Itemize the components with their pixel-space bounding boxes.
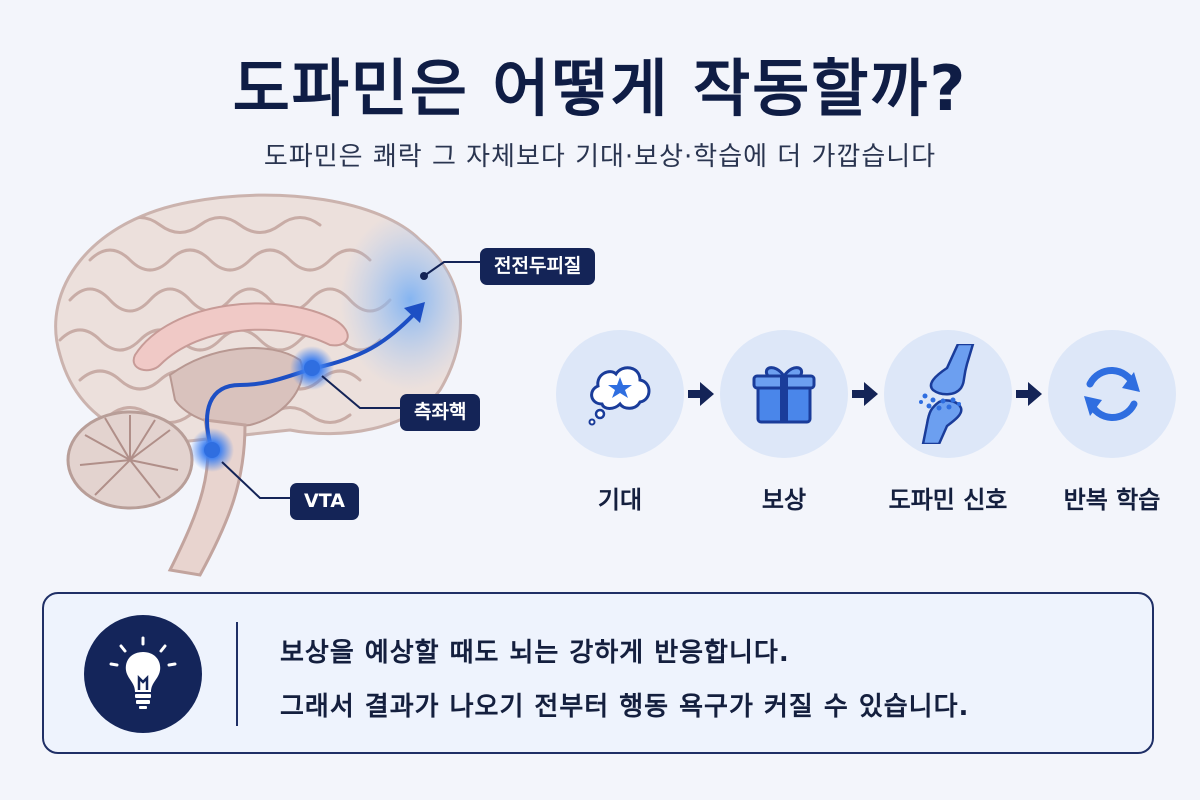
leader-vta — [221, 461, 292, 499]
brain-illustration: 전전두피질 측좌핵 VTA — [0, 180, 620, 580]
divider — [236, 622, 238, 726]
insight-line-2: 그래서 결과가 나오기 전부터 행동 욕구가 커질 수 있습니다. — [280, 692, 970, 722]
flow-arrow-icon — [1016, 382, 1042, 406]
flow-step-reward: 보상 — [714, 330, 854, 515]
flow-step-label: 도파민 신호 — [888, 486, 1008, 514]
insight-box: 보상을 예상할 때도 뇌는 강하게 반응합니다. 그래서 결과가 나오기 전부터… — [42, 592, 1154, 754]
flow-step-circle — [1048, 330, 1176, 458]
page-title: 도파민은 어떻게 작동할까? — [232, 52, 968, 125]
flow-step-label: 반복 학습 — [1063, 486, 1161, 514]
flow-step-circle — [884, 330, 1012, 458]
flow-step-label: 보상 — [761, 486, 807, 514]
thought-star-icon — [588, 366, 651, 426]
flow-step-circle — [556, 330, 684, 458]
lightbulb-icon — [84, 615, 202, 733]
corpus-callosum — [132, 302, 349, 372]
label-nucleus-accumbens: 측좌핵 — [400, 394, 481, 431]
process-flow: 기대 보상 — [540, 330, 1190, 530]
cycle-arrows-icon — [1084, 367, 1140, 421]
gift-icon — [752, 366, 816, 424]
insight-line-1: 보상을 예상할 때도 뇌는 강하게 반응합니다. — [280, 638, 790, 668]
flow-step-repeat-learning: 반복 학습 — [1042, 330, 1182, 515]
flow-step-label: 기대 — [597, 486, 643, 514]
synapse-icon — [919, 344, 975, 444]
brain-svg — [54, 193, 480, 577]
leader-accumbens — [321, 375, 400, 409]
page-subtitle: 도파민은 쾌락 그 자체보다 기대·보상·학습에 더 가깝습니다 — [263, 142, 937, 172]
dopamine-pathway — [205, 308, 420, 451]
flow-step-dopamine-signal: 도파민 신호 — [878, 330, 1018, 515]
label-prefrontal-cortex: 전전두피질 — [480, 248, 596, 285]
leader-prefrontal — [423, 261, 480, 277]
flow-arrow-icon — [852, 382, 878, 406]
cerebellum — [66, 410, 194, 510]
flow-step-circle — [720, 330, 848, 458]
flow-arrow-icon — [688, 382, 714, 406]
flow-step-expectation: 기대 — [550, 330, 690, 515]
pathway-arrowhead — [404, 302, 425, 323]
label-vta: VTA — [290, 483, 359, 520]
